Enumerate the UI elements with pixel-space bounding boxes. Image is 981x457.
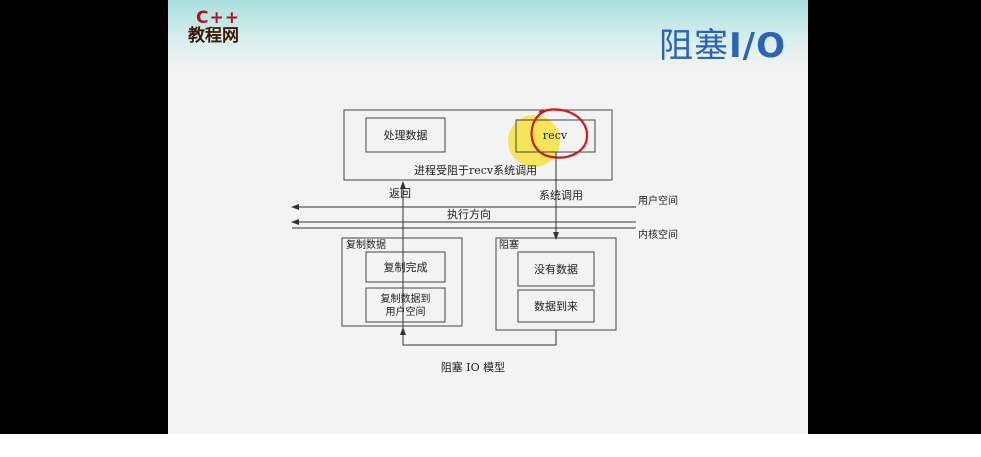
data-ready-arrow [400,327,557,346]
exec-direction-label: 执行方向 [447,207,491,221]
cpp-logo: C++ 教程网 [188,10,240,45]
return-label: 返回 [389,187,411,200]
blocked-label: 进程受阻于recv系统调用 [414,164,537,177]
logo-line1: C++ [196,8,240,28]
left-letterbox [0,0,168,434]
slide-title: 阻塞I/O [659,18,786,67]
logo-line2: 教程网 [188,26,239,46]
copy-to-user-label-1: 复制数据到 [381,292,431,305]
data-arrived-label: 数据到来 [534,299,578,313]
no-data-label: 没有数据 [534,262,578,276]
slide-title-io: I/O [729,26,786,66]
kernel-space-label: 内核空间 [638,228,678,241]
red-annotation-circle [530,108,589,159]
no-data-box [517,251,595,287]
presentation-slide: C++ 教程网 阻塞I/O 处理数据 recv 进程受阻于recv系统调用 返回… [168,0,808,434]
syscall-label: 系统调用 [539,189,583,202]
recv-label: recv [543,129,568,142]
copy-to-user-label-2: 用户空间 [386,305,426,318]
blocking-io-diagram: 处理数据 recv 进程受阻于recv系统调用 返回 系统调用 用户空间 执行方… [291,108,678,374]
pointer-highlight [508,115,560,167]
data-arrived-box [517,289,595,323]
diagram-caption: 阻塞 IO 模型 [441,360,505,374]
block-group-label: 阻塞 [499,238,519,251]
copy-to-user-box [365,287,446,323]
process-data-box [365,117,446,153]
user-space-label: 用户空间 [638,194,678,207]
process-data-label: 处理数据 [384,128,428,142]
copy-done-box [365,251,446,283]
copy-data-group [341,237,463,327]
right-letterbox [808,0,981,434]
copy-done-label: 复制完成 [384,260,428,274]
copy-data-group-label: 复制数据 [346,238,386,251]
process-box [343,109,613,181]
slide-header: C++ 教程网 阻塞I/O [168,0,808,68]
slide-title-cn: 阻塞 [659,26,730,66]
